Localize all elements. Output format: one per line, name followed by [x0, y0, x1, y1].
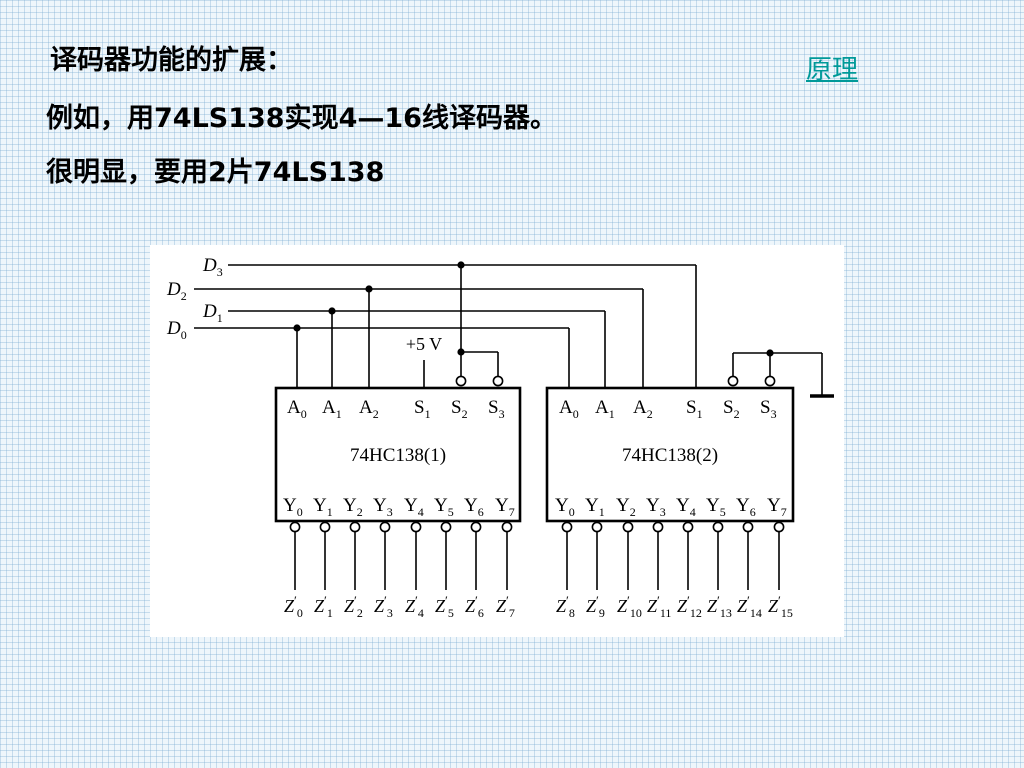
- chip1-s2-bubble: [455, 375, 467, 387]
- output-label: Z′14: [737, 593, 762, 620]
- chip-1-input-pin-label: S2: [451, 397, 468, 421]
- output-label: Z′6: [465, 593, 484, 620]
- chip-2-name: 74HC138(2): [622, 445, 718, 466]
- junction-chip2-s3: [766, 349, 774, 357]
- chip-1-output-pin-label: Y7: [495, 495, 515, 519]
- chip-2-output-pin-label: Y7: [767, 495, 787, 519]
- example-text: 例如，用74LS138实现4—16线译码器。: [46, 103, 557, 134]
- input-label-d3: D3: [202, 255, 223, 279]
- chip-1-output-pin-label: Y4: [404, 495, 424, 519]
- chip-2-output-pin-label: Y2: [616, 495, 636, 519]
- output-label: Z′7: [496, 593, 515, 620]
- chip-1-input-pin-label: S3: [488, 397, 505, 421]
- chip-2-output-pin-label: Y5: [706, 495, 726, 519]
- output-bubble: [591, 521, 603, 533]
- chip-1-output-pin-label: Y5: [434, 495, 454, 519]
- conclusion-text: 很明显，要用2片74LS138: [46, 157, 385, 188]
- output-label: Z′10: [617, 593, 642, 620]
- output-label: Z′4: [405, 593, 424, 620]
- chip-2-input-pin-label: A0: [559, 397, 579, 421]
- output-bubble: [622, 521, 634, 533]
- wires: [194, 261, 834, 590]
- chip-2-input-pin-label: A2: [633, 397, 653, 421]
- chip1-s3-bubble: [492, 375, 504, 387]
- output-label: Z′8: [556, 593, 575, 620]
- output-label: Z′2: [344, 593, 363, 620]
- chip2-s3-bubble: [764, 375, 776, 387]
- chip-2-output-pin-label: Y6: [736, 495, 756, 519]
- chip-1-output-pin-label: Y0: [283, 495, 303, 519]
- output-label: Z′11: [647, 593, 671, 620]
- output-bubble: [440, 521, 452, 533]
- output-bubble: [742, 521, 754, 533]
- chip-1-output-pin-label: Y2: [343, 495, 363, 519]
- chip-1-name: 74HC138(1): [350, 445, 446, 466]
- supply-label: +5 V: [406, 334, 442, 354]
- output-label: Z′9: [586, 593, 605, 620]
- output-bubble: [319, 521, 331, 533]
- junction-d3: [457, 261, 465, 269]
- chip-2-input-pin-label: A1: [595, 397, 615, 421]
- output-bubble: [773, 521, 785, 533]
- output-bubble: [349, 521, 361, 533]
- junction-d0: [293, 324, 301, 332]
- output-bubble: [682, 521, 694, 533]
- input-label-d1: D1: [202, 301, 223, 325]
- chip-1-output-pin-label: Y1: [313, 495, 333, 519]
- output-bubble: [289, 521, 301, 533]
- chip-2-output-pin-label: Y3: [646, 495, 666, 519]
- output-bubble: [561, 521, 573, 533]
- chip-2-output-pin-label: Y4: [676, 495, 696, 519]
- output-bubble: [652, 521, 664, 533]
- output-bubble: [501, 521, 513, 533]
- output-label: Z′12: [677, 593, 702, 620]
- junction-chip1-s2: [457, 348, 465, 356]
- output-label: Z′15: [768, 593, 793, 620]
- chip-2-input-pin-label: S1: [686, 397, 703, 421]
- input-label-d0: D0: [166, 318, 187, 342]
- chip-1-box: [274, 386, 522, 523]
- output-label: Z′1: [314, 593, 333, 620]
- chip-1-input-pin-label: A0: [287, 397, 307, 421]
- output-bubble: [410, 521, 422, 533]
- chip-1-input-pin-label: S1: [414, 397, 431, 421]
- input-label-d2: D2: [166, 279, 187, 303]
- output-bubble: [379, 521, 391, 533]
- slide-heading: 译码器功能的扩展：: [50, 45, 293, 76]
- chip2-s2-bubble: [727, 375, 739, 387]
- junction-d1: [328, 307, 336, 315]
- output-label: Z′13: [707, 593, 732, 620]
- junction-d2: [365, 285, 373, 293]
- chip-2-input-pin-label: S3: [760, 397, 777, 421]
- chip-1-output-pin-label: Y3: [373, 495, 393, 519]
- chip-boxes: [274, 386, 795, 523]
- chip-2-input-pin-label: S2: [723, 397, 740, 421]
- chip-1-output-pin-label: Y6: [464, 495, 484, 519]
- chip-1-input-pin-label: A2: [359, 397, 379, 421]
- output-bubble: [712, 521, 724, 533]
- output-label: Z′5: [435, 593, 454, 620]
- chip-2-output-pin-label: Y0: [555, 495, 575, 519]
- chip-2-output-pin-label: Y1: [585, 495, 605, 519]
- principle-link[interactable]: 原理: [806, 55, 859, 85]
- output-label: Z′0: [284, 593, 303, 620]
- chip-2-box: [545, 386, 795, 523]
- chip-1-input-pin-label: A1: [322, 397, 342, 421]
- output-label: Z′3: [374, 593, 393, 620]
- output-bubble: [470, 521, 482, 533]
